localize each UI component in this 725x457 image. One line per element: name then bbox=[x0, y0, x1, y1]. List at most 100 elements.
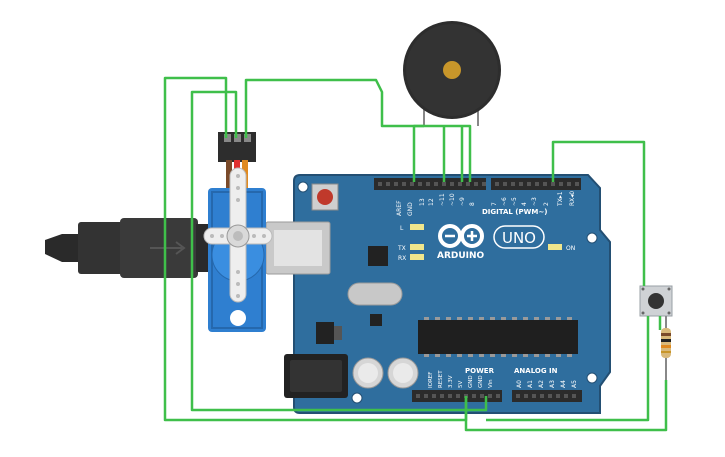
wires bbox=[163, 76, 668, 432]
header-pin[interactable] bbox=[440, 394, 444, 398]
header-pin[interactable] bbox=[575, 182, 579, 186]
digital-pin-label: ~6 bbox=[501, 197, 508, 206]
header-pin[interactable] bbox=[474, 182, 478, 186]
digital-label: DIGITAL (PWM~) bbox=[482, 208, 547, 216]
power-pin-label: IOREF bbox=[428, 372, 434, 388]
header-pin[interactable] bbox=[564, 394, 568, 398]
header-pin[interactable] bbox=[450, 182, 454, 186]
header-pin[interactable] bbox=[559, 182, 563, 186]
header-pin[interactable] bbox=[394, 182, 398, 186]
chip-pin bbox=[567, 354, 572, 357]
header-pin[interactable] bbox=[511, 182, 515, 186]
horn-hole bbox=[220, 234, 224, 238]
header-pin[interactable] bbox=[532, 394, 536, 398]
header-pin[interactable] bbox=[567, 182, 571, 186]
chip-pin bbox=[446, 354, 451, 357]
analog-pin-label: A1 bbox=[527, 380, 534, 388]
arduino-logo-text: ARDUINO bbox=[437, 251, 485, 261]
header-pin[interactable] bbox=[434, 182, 438, 186]
header-pin[interactable] bbox=[548, 394, 552, 398]
chip-pin bbox=[512, 317, 517, 320]
header-pin[interactable] bbox=[416, 394, 420, 398]
digital-pin-label: 2 bbox=[543, 202, 550, 206]
header-pin[interactable] bbox=[410, 182, 414, 186]
header-pin[interactable] bbox=[424, 394, 428, 398]
wire-button-5v[interactable] bbox=[486, 316, 650, 422]
wire-servo-signal[interactable] bbox=[244, 78, 472, 182]
header-pin[interactable] bbox=[448, 394, 452, 398]
wire-button-pin2[interactable] bbox=[551, 140, 646, 286]
analog-pin-label: A4 bbox=[560, 380, 567, 388]
digital-pin-label: TX▸1 bbox=[557, 191, 564, 207]
header-pin[interactable] bbox=[458, 182, 462, 186]
analog-header[interactable] bbox=[512, 390, 582, 402]
chip-pin bbox=[424, 317, 429, 320]
horn-hole bbox=[236, 282, 240, 286]
power-label: POWER bbox=[465, 367, 495, 375]
power-pin-label: 3.3V bbox=[448, 375, 454, 388]
header-pin[interactable] bbox=[442, 182, 446, 186]
header-pin[interactable] bbox=[432, 394, 436, 398]
horn-hole bbox=[236, 174, 240, 178]
horn-hole bbox=[236, 294, 240, 298]
usb-chip bbox=[368, 246, 388, 266]
servo-icon[interactable] bbox=[203, 132, 273, 332]
header-pin[interactable] bbox=[402, 182, 406, 186]
chip-pin bbox=[424, 354, 429, 357]
header-pin[interactable] bbox=[495, 182, 499, 186]
crystal-oscillator bbox=[347, 282, 403, 306]
chip-pin bbox=[490, 317, 495, 320]
header-pin[interactable] bbox=[572, 394, 576, 398]
analog-pin-label: A3 bbox=[549, 380, 556, 388]
header-pin[interactable] bbox=[386, 182, 390, 186]
wire-servo-5v[interactable] bbox=[190, 90, 488, 412]
header-pin[interactable] bbox=[551, 182, 555, 186]
header-pin[interactable] bbox=[472, 394, 476, 398]
resistor-icon bbox=[661, 316, 671, 380]
header-pin[interactable] bbox=[466, 182, 470, 186]
header-pin[interactable] bbox=[456, 394, 460, 398]
header-pin[interactable] bbox=[426, 182, 430, 186]
chip-pin bbox=[534, 317, 539, 320]
header-pin[interactable] bbox=[527, 182, 531, 186]
header-pin[interactable] bbox=[503, 182, 507, 186]
chip-pin bbox=[534, 354, 539, 357]
wire-buzzer-gnd[interactable] bbox=[412, 124, 424, 182]
header-pin[interactable] bbox=[418, 182, 422, 186]
header-pin[interactable] bbox=[543, 182, 547, 186]
header-pin[interactable] bbox=[524, 394, 528, 398]
horn-hole bbox=[236, 186, 240, 190]
digital-pin-label: ~11 bbox=[439, 193, 446, 206]
header-pin[interactable] bbox=[496, 394, 500, 398]
power-pin-label: Vin bbox=[488, 379, 494, 388]
chip-pin bbox=[556, 354, 561, 357]
led-tx-label: TX bbox=[397, 245, 406, 252]
chip-pin bbox=[556, 317, 561, 320]
power-pin-label: GND bbox=[478, 375, 484, 388]
header-pin[interactable] bbox=[556, 394, 560, 398]
header-pin[interactable] bbox=[480, 394, 484, 398]
chip-pin bbox=[567, 317, 572, 320]
pushbutton-icon[interactable] bbox=[639, 285, 673, 317]
led-rx-label: RX bbox=[398, 255, 406, 262]
digital-pin-label: 7 bbox=[491, 202, 498, 206]
header-pin[interactable] bbox=[516, 394, 520, 398]
analog-pin-label: A2 bbox=[538, 380, 545, 388]
chip-pin bbox=[545, 354, 550, 357]
wire-resistor-gnd[interactable] bbox=[464, 380, 668, 432]
digital-pin-label: 12 bbox=[428, 198, 435, 206]
digital-pin-label: RX◂0 bbox=[569, 191, 576, 206]
header-pin[interactable] bbox=[482, 182, 486, 186]
header-pin[interactable] bbox=[488, 394, 492, 398]
atmega-chip bbox=[418, 320, 578, 354]
header-pin[interactable] bbox=[519, 182, 523, 186]
header-pin[interactable] bbox=[378, 182, 382, 186]
buzzer-icon[interactable] bbox=[403, 21, 501, 126]
chip-pin bbox=[523, 354, 528, 357]
chip-pin bbox=[479, 354, 484, 357]
header-pin[interactable] bbox=[540, 394, 544, 398]
header-pin[interactable] bbox=[535, 182, 539, 186]
usb-plug-icon[interactable] bbox=[45, 218, 210, 278]
